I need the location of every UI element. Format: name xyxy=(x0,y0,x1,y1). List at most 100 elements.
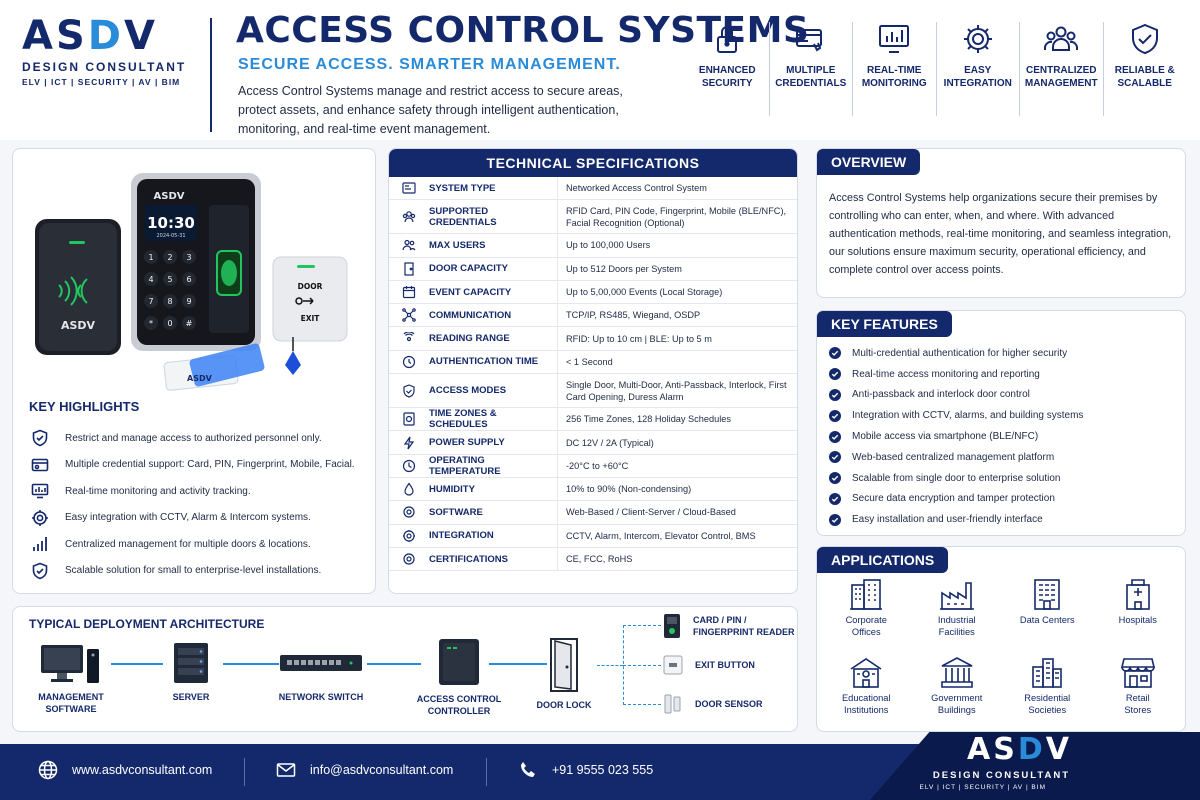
application-label: Retail Stores xyxy=(1124,693,1152,715)
connector-dashed xyxy=(597,665,623,666)
device-label: DOOR SENSOR xyxy=(695,699,763,709)
list-item: Real-time access monitoring and reportin… xyxy=(829,364,1083,385)
spec-label: EVENT CAPACITY xyxy=(429,286,512,298)
node-label: DOOR LOCK xyxy=(536,700,592,710)
check-circle-icon xyxy=(829,409,841,422)
footer-email[interactable]: info@asdvconsultant.com xyxy=(276,760,453,780)
keypad-key-label: 2 xyxy=(167,253,172,262)
list-item: Scalable from single door to enterprise … xyxy=(829,468,1083,489)
footer-logo-name: DESIGN CONSULTANT xyxy=(932,770,1070,781)
spec-icon xyxy=(389,552,429,566)
check-circle-icon xyxy=(829,430,841,443)
keypad-key xyxy=(182,250,196,264)
door-capacity-icon xyxy=(404,262,414,276)
list-item: Mobile access via smartphone (BLE/NFC) xyxy=(829,426,1083,447)
connector-line xyxy=(223,663,279,665)
website-link[interactable]: www.asdvconsultant.com xyxy=(72,763,213,777)
feature-easy-integration: EASY INTEGRATION xyxy=(937,22,1020,116)
bar-chart-icon xyxy=(33,537,47,552)
spec-label: SOFTWARE xyxy=(429,506,483,518)
footer-logo-tagline: ELV | ICT | SECURITY | AV | BIM xyxy=(919,784,1046,791)
spec-icon xyxy=(389,181,429,195)
application-label: Corporate Offices xyxy=(845,615,887,637)
email-link[interactable]: info@asdvconsultant.com xyxy=(310,763,454,777)
list-item: Centralized management for multiple door… xyxy=(31,531,367,558)
header-divider xyxy=(210,18,212,132)
feature-label: ENHANCED SECURITY xyxy=(698,65,756,89)
government-building-icon xyxy=(940,657,973,688)
footer-divider xyxy=(244,758,245,786)
spec-label: OPERATING TEMPERATURE xyxy=(429,454,501,477)
feature-text: Multi-credential authentication for high… xyxy=(852,347,1068,359)
footer-logo-mark: ASDV xyxy=(967,732,1072,767)
feature-real-time-monitoring: REAL-TIME MONITORING xyxy=(853,22,937,116)
spec-value-text: < 1 Second xyxy=(566,356,613,367)
monitor-chart-icon xyxy=(31,483,49,499)
spec-label: AUTHENTICATION TIME xyxy=(429,356,539,368)
footer-divider xyxy=(486,758,487,786)
feature-label: MULTIPLE CREDENTIALS xyxy=(775,65,847,89)
highlight-text: Scalable solution for small to enterpris… xyxy=(65,565,322,577)
spec-value-text: CCTV, Alarm, Intercom, Elevator Control,… xyxy=(566,530,756,541)
data-center-icon xyxy=(1034,579,1061,610)
footer-website[interactable]: www.asdvconsultant.com xyxy=(38,760,212,780)
feature-text: Real-time access monitoring and reportin… xyxy=(852,368,1040,380)
spec-value: 256 Time Zones, 128 Holiday Schedules xyxy=(557,408,797,431)
door-sensor-icon xyxy=(664,694,681,714)
store-icon xyxy=(1120,658,1155,688)
list-item: Restrict and manage access to authorized… xyxy=(31,425,367,452)
feature-multiple-credentials: MULTIPLE CREDENTIALS xyxy=(770,22,853,116)
connector-line xyxy=(489,663,547,665)
node-door-lock: DOOR LOCK xyxy=(531,637,597,711)
node-label: ACCESS CONTROL CONTROLLER xyxy=(416,694,502,716)
list-item: Easy integration with CCTV, Alarm & Inte… xyxy=(31,505,367,532)
humidity-icon xyxy=(404,482,414,496)
keypad-key xyxy=(163,294,177,308)
spec-value: -20°C to +60°C xyxy=(557,454,797,477)
page-title: ACCESS CONTROL SYSTEMS xyxy=(236,10,810,51)
keypad-key xyxy=(144,250,158,264)
device-exit-button: EXIT BUTTON xyxy=(663,655,755,675)
highlight-text: Centralized management for multiple door… xyxy=(65,538,311,550)
monitor-chart-icon xyxy=(879,25,910,53)
key-highlights-title: KEY HIGHLIGHTS xyxy=(29,399,140,414)
brand-logo[interactable]: ASDV DESIGN CONSULTANT ELV | ICT | SECUR… xyxy=(22,14,192,87)
fingerprint-reader-icon xyxy=(664,614,680,638)
spec-value: TCP/IP, RS485, Wiegand, OSDP xyxy=(557,304,797,327)
footer-phone[interactable]: +91 9555 023 555 xyxy=(518,760,653,780)
spec-value-text: Networked Access Control System xyxy=(566,183,707,194)
spec-icon xyxy=(389,436,429,450)
feature-strip: ENHANCED SECURITY MULTIPLE CREDENTIALS R… xyxy=(686,22,1186,116)
feature-reliable-scalable: RELIABLE & SCALABLE xyxy=(1104,22,1187,116)
spec-label: ACCESS MODES xyxy=(429,385,507,397)
application-item: Residential Societies xyxy=(1002,655,1093,727)
keypad-key-label: 3 xyxy=(186,253,191,262)
application-item: Corporate Offices xyxy=(821,577,912,649)
device-label: EXIT BUTTON xyxy=(695,660,755,670)
highlight-text: Multiple credential support: Card, PIN, … xyxy=(65,459,355,471)
spec-value-text: DC 12V / 2A (Typical) xyxy=(566,437,654,448)
keypad-key-label: 0 xyxy=(167,319,172,328)
keypad-key-label: 7 xyxy=(148,297,153,306)
node-label: MANAGEMENT SOFTWARE xyxy=(38,692,104,714)
spec-value: Networked Access Control System xyxy=(557,177,797,200)
software-icon xyxy=(403,506,415,519)
feature-centralized-management: CENTRALIZED MANAGEMENT xyxy=(1020,22,1104,116)
spec-value: Up to 100,000 Users xyxy=(557,234,797,257)
check-circle-icon xyxy=(829,388,841,401)
header: ASDV DESIGN CONSULTANT ELV | ICT | SECUR… xyxy=(0,0,1200,140)
desktop-computer-icon xyxy=(41,645,99,683)
access-modes-icon xyxy=(403,383,415,398)
node-network-switch: NETWORK SWITCH xyxy=(275,653,367,703)
spec-label: SYSTEM TYPE xyxy=(429,182,496,194)
spec-label: DOOR CAPACITY xyxy=(429,263,508,275)
phone-link[interactable]: +91 9555 023 555 xyxy=(552,763,654,777)
specs-table: SYSTEM TYPE Networked Access Control Syst… xyxy=(389,177,797,572)
keypad-key-label: # xyxy=(186,319,193,328)
list-item: Easy installation and user-friendly inte… xyxy=(829,509,1083,530)
